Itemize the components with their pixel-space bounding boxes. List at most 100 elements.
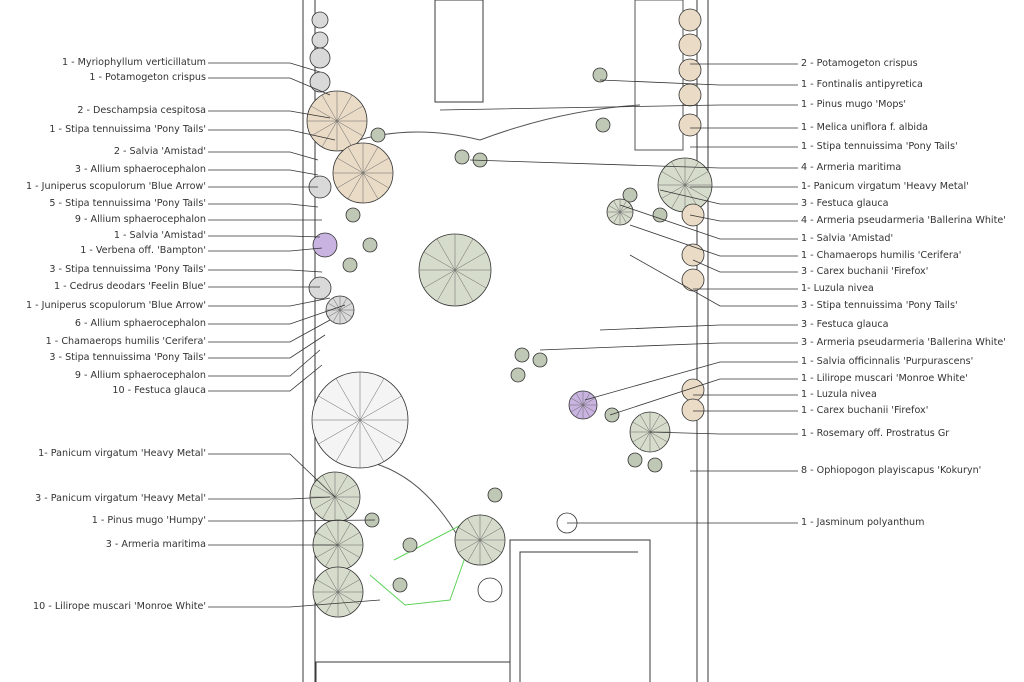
leader-line: [208, 129, 336, 141]
small-plant-symbol: [647, 457, 663, 473]
leader-line: [649, 431, 798, 435]
small-plant-symbol: [402, 537, 418, 553]
leader-line: [208, 77, 331, 96]
leader-line: [208, 319, 331, 343]
leader-line: [599, 324, 798, 331]
plant-label: 2 - Salvia 'Amistad': [113, 146, 206, 157]
plant-label: 5 - Stipa tennuissima 'Pony Tails': [49, 198, 206, 209]
plant-label: 1 - Pinus mugo 'Mops': [801, 99, 907, 110]
leader-line: [208, 599, 381, 608]
leader-line: [599, 79, 798, 86]
plant-label: 10 - Lilirope muscari 'Monroe White': [33, 601, 206, 612]
shrub-symbol: [678, 33, 702, 57]
plant-label: 3 - Panicum virgatum 'Heavy Metal': [35, 493, 206, 504]
decking-steps: [634, 0, 684, 151]
plant-label: 4 - Armeria maritima: [801, 162, 902, 173]
leader-line: [208, 110, 331, 119]
small-plant-symbol: [627, 452, 643, 468]
plant-label: 1 - Pinus mugo 'Humpy': [91, 515, 206, 526]
small-plant-symbol: [622, 187, 638, 203]
plant-label: 1 - Luzula nivea: [801, 389, 877, 400]
plant-label: 8 - Ophiopogon playiscapus 'Kokuryn': [801, 465, 982, 476]
leader-line: [584, 361, 798, 401]
plant-label: 1 - Stipa tennuissima 'Pony Tails': [801, 141, 958, 152]
plant-label: 9 - Allium sphaerocephalon: [74, 370, 206, 381]
plant-label: 1 - Juniperus scopulorum 'Blue Arrow': [26, 300, 206, 311]
shrub-symbol: [681, 243, 705, 267]
leader-line: [208, 297, 331, 307]
plant-label: 3 - Festuca glauca: [801, 319, 889, 330]
shrub-symbol: [678, 8, 702, 32]
plant-label: 1 - Potamogeton crispus: [89, 72, 206, 83]
leader-line: [208, 519, 376, 522]
site-boundary: [302, 0, 709, 682]
leader-line: [208, 364, 323, 392]
plant-label: 3 - Stipa tennuissima 'Pony Tails': [49, 264, 206, 275]
small-plant-symbol: [487, 487, 503, 503]
leader-line: [208, 203, 319, 208]
leader-line: [208, 349, 321, 377]
small-plant-symbol: [595, 117, 611, 133]
leader-line: [208, 169, 319, 176]
leader-line: [208, 247, 323, 252]
hedge-line: [369, 513, 481, 606]
leader-line: [609, 378, 798, 416]
plant-label: 1 - Jasminum polyanthum: [801, 517, 925, 528]
plant-label: 2 - Deschampsia cespitosa: [77, 105, 206, 116]
shrub-symbol: [681, 268, 705, 292]
plant-label: 4 - Armeria pseudarmeria 'Ballerina Whit…: [801, 215, 1006, 226]
plant-label: 1 - Chamaerops humilis 'Cerifera': [801, 250, 962, 261]
small-plant-symbol: [362, 237, 378, 253]
plant-label: 1 - Lilirope muscari 'Monroe White': [801, 373, 968, 384]
small-plant-symbol: [652, 207, 668, 223]
plant-label: 2 - Potamogeton crispus: [801, 58, 918, 69]
shrub-symbol: [681, 398, 705, 422]
plant-label: 6 - Allium sphaerocephalon: [74, 318, 206, 329]
leader-line: [629, 254, 798, 307]
plant-label: 1- Luzula nivea: [801, 283, 874, 294]
plant-label: 1 - Juniperus scopulorum 'Blue Arrow': [26, 181, 206, 192]
small-plant-symbol: [342, 257, 358, 273]
aquatic-plant-symbol: [311, 11, 329, 29]
leader-line: [208, 62, 321, 73]
leader-line: [469, 159, 798, 169]
shrub-symbol: [678, 113, 702, 137]
plant-label: 1 - Melica uniflora f. albida: [801, 122, 929, 133]
leader-line: [208, 334, 326, 359]
leader-line: [439, 104, 798, 111]
small-plant-symbol: [345, 207, 361, 223]
leader-line: [659, 189, 798, 205]
shrub-symbol: [681, 203, 705, 227]
plant-symbol: [477, 577, 503, 603]
aquatic-plant-symbol: [311, 31, 329, 49]
plant-label: 1 - Rosemary off. Prostratus Gr: [801, 428, 950, 439]
plant-label: 1 - Verbena off. 'Bampton': [80, 245, 206, 256]
plant-label: 10 - Festuca glauca: [112, 385, 206, 396]
plant-label: 3 - Stipa tennuissima 'Pony Tails': [801, 300, 958, 311]
plant-label: 3 - Allium sphaerocephalon: [74, 164, 206, 175]
shrub-symbol: [678, 83, 702, 107]
small-plant-symbol: [532, 352, 548, 368]
plant-label: 3 - Stipa tennuissima 'Pony Tails': [49, 352, 206, 363]
plant-label: 1 - Salvia 'Amistad': [113, 230, 206, 241]
aquatic-plant-symbol: [309, 47, 331, 69]
plant-label: 1 - Myriophyllum verticillatum: [61, 57, 206, 68]
plant-label: 1- Panicum virgatum 'Heavy Metal': [801, 181, 969, 192]
leader-line: [208, 496, 331, 500]
shrub-symbol: [678, 58, 702, 82]
plant-label: 1- Panicum virgatum 'Heavy Metal': [38, 448, 206, 459]
small-plant-symbol: [604, 407, 620, 423]
plant-label: 3 - Festuca glauca: [801, 198, 889, 209]
leader-line: [208, 151, 319, 161]
plant-label: 1 - Stipa tennuissima 'Pony Tails': [49, 124, 206, 135]
leader-line: [692, 259, 798, 273]
cedrus-symbol: [308, 276, 332, 300]
plant-label: 1 - Fontinalis antipyretica: [801, 79, 923, 90]
plant-label: 3 - Armeria pseudarmeria 'Ballerina Whit…: [801, 337, 1006, 348]
leader-line: [208, 304, 346, 325]
verbena-symbol: [312, 232, 338, 258]
small-plant-symbol: [454, 149, 470, 165]
summerhouse: [434, 0, 484, 103]
leader-line: [629, 224, 798, 257]
